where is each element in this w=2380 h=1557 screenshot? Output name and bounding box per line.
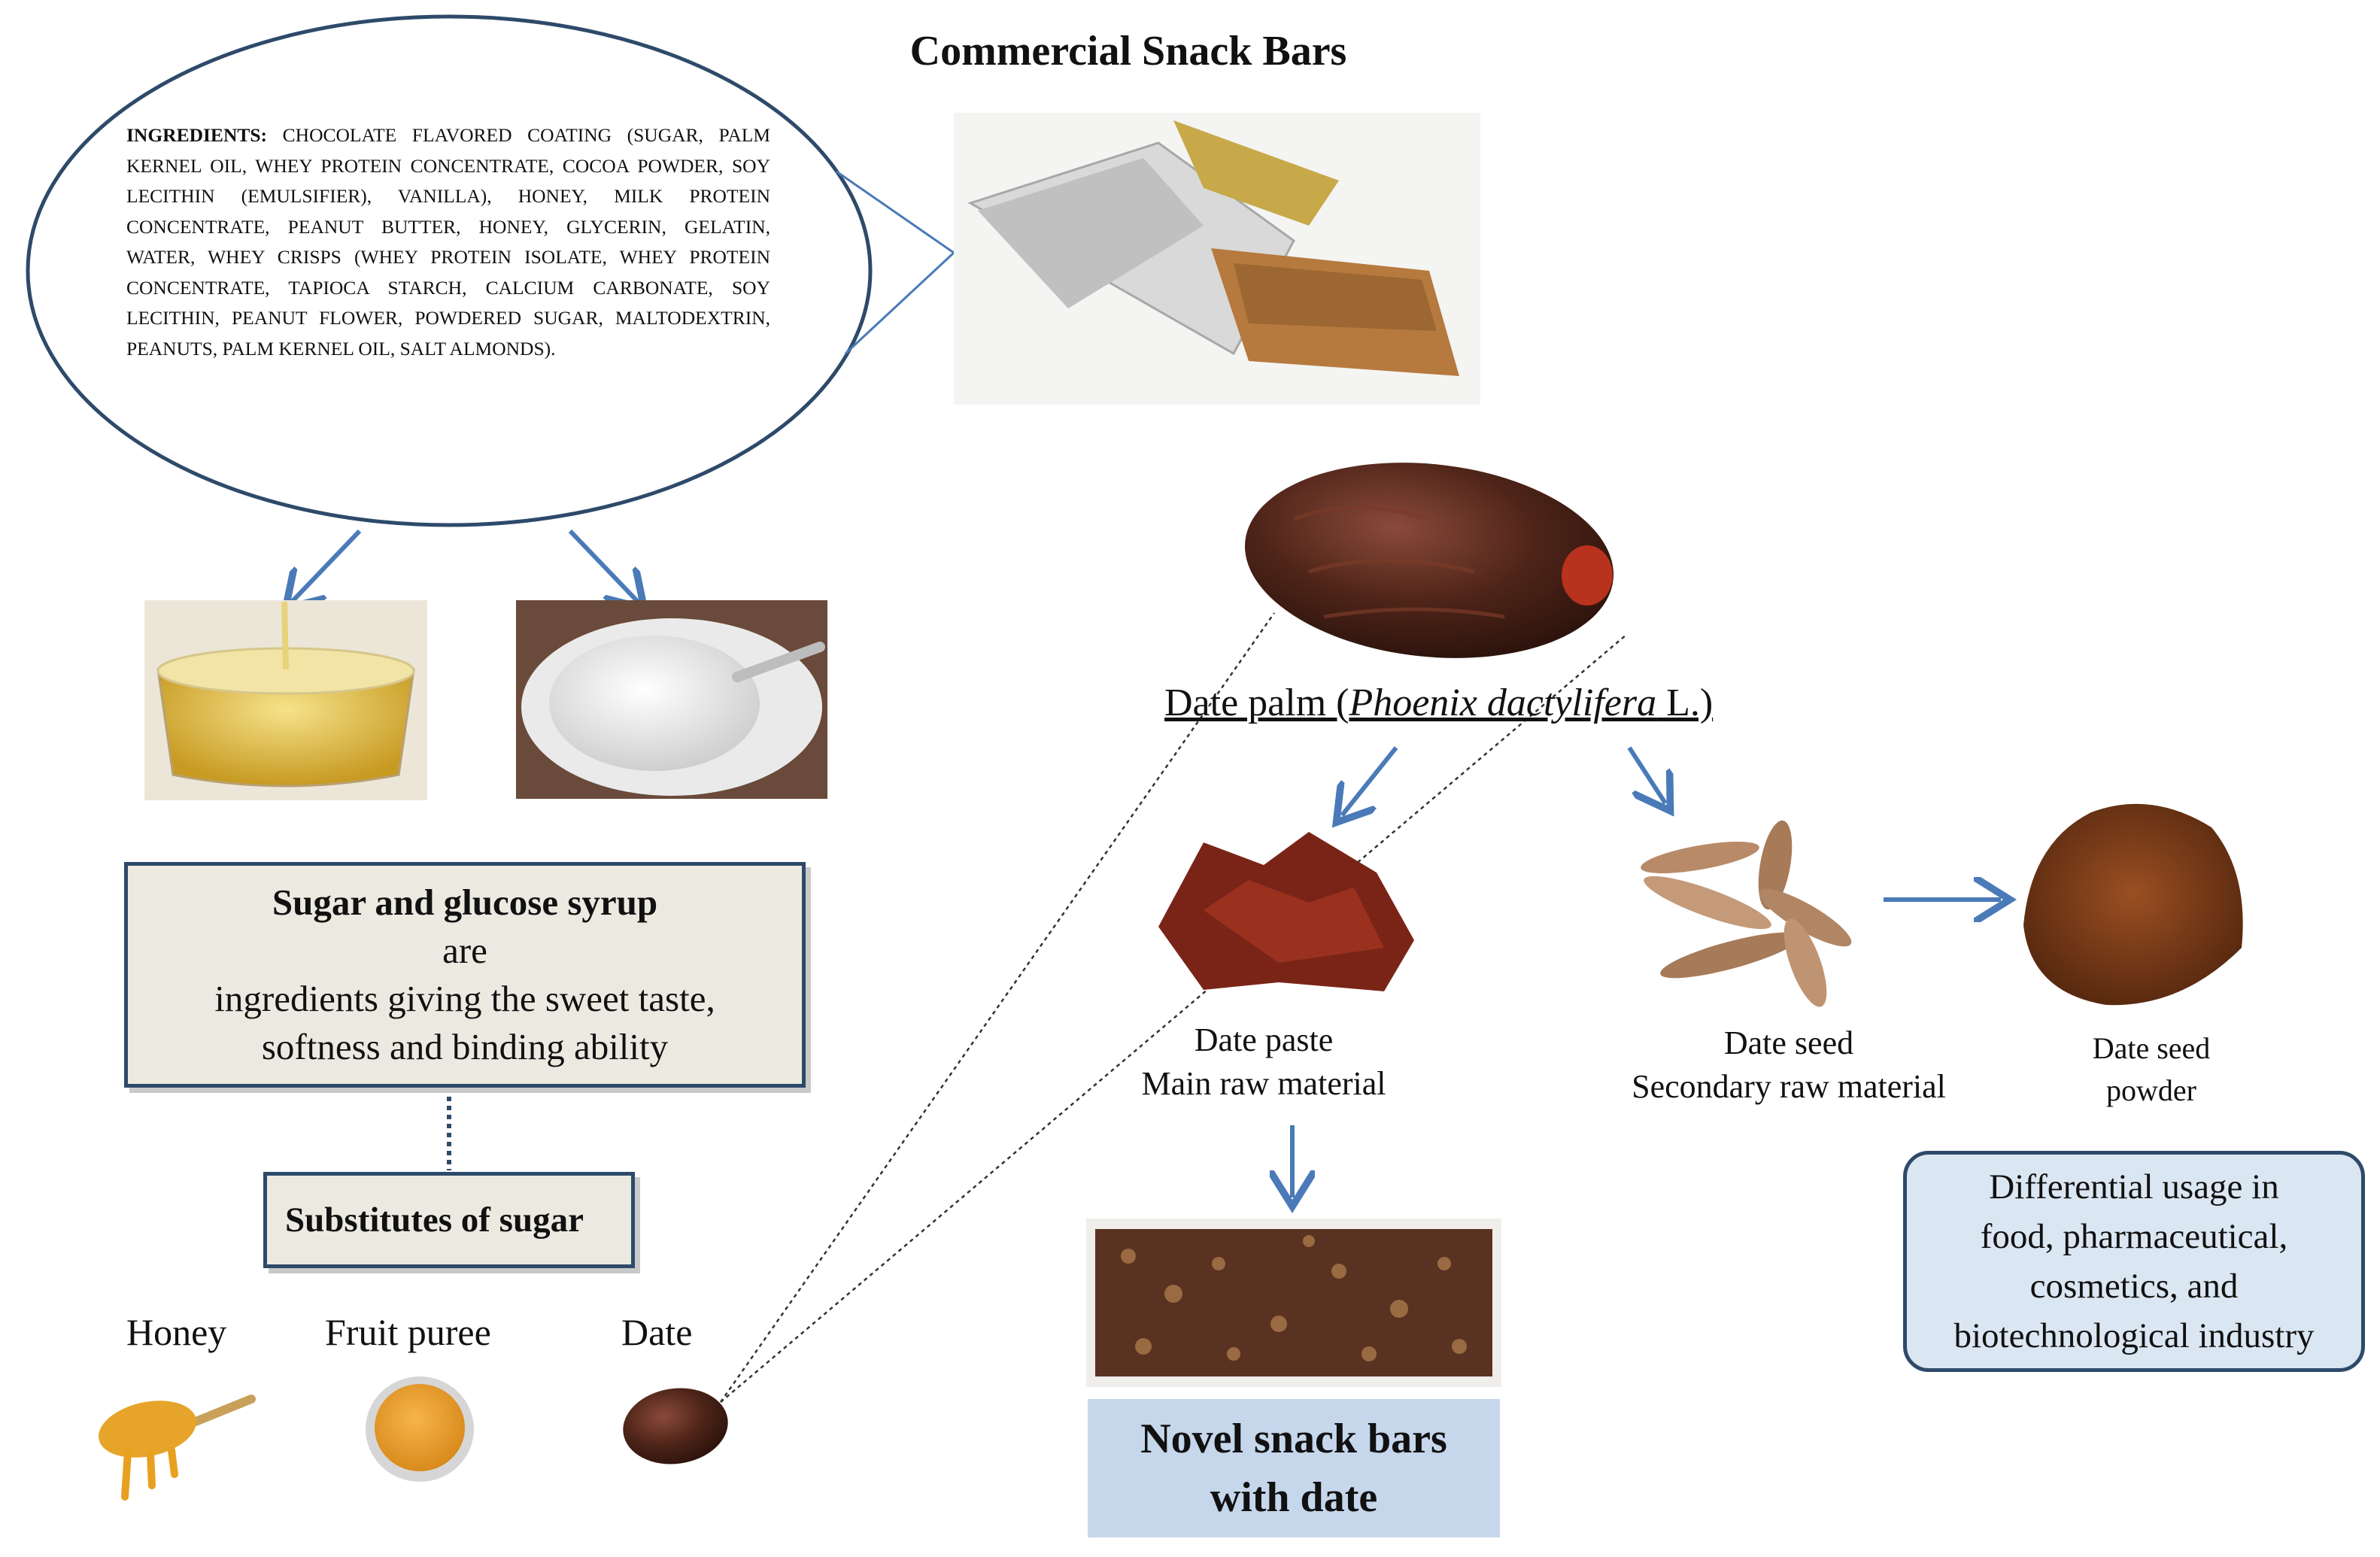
sugar-syrup-box: Sugar and glucose syrup are ingredients … [124, 862, 806, 1088]
sugar-box-line2: are [442, 930, 487, 971]
novel-bar-line1: Novel snack bars [1140, 1416, 1447, 1462]
substitutes-box: Substitutes of sugar [263, 1172, 635, 1268]
substitute-honey-label: Honey [126, 1311, 227, 1353]
ingredients-label: INGREDIENTS: [126, 124, 268, 146]
sugar-box-line1: Sugar and glucose syrup [272, 882, 658, 923]
date-seed-powder-label: Date seed powder [2046, 1027, 2257, 1112]
date-palm-prefix: Date palm ( [1164, 681, 1349, 724]
differential-usage-box: Differential usage in food, pharmaceutic… [1903, 1151, 2365, 1372]
seed-powder-photo [2023, 803, 2243, 1006]
date-paste-label: Date paste Main raw material [1106, 1018, 1422, 1106]
date-seed-powder-line2: powder [2106, 1073, 2196, 1107]
date-palm-suffix: L.) [1656, 681, 1714, 724]
date-seeds-photo [1641, 820, 1852, 1007]
differential-line3: cosmetics, and [2029, 1267, 2239, 1306]
sugar-box-line4: softness and binding ability [261, 1026, 669, 1067]
sugar-photo [516, 600, 827, 799]
page-title: Commercial Snack Bars [909, 28, 1347, 74]
glucose-syrup-photo [144, 600, 427, 800]
date-fruit-large [1244, 463, 1614, 658]
date-paste-photo [1158, 832, 1414, 991]
ellipse-callout [26, 14, 955, 527]
date-fruit-icon [623, 1388, 728, 1464]
novel-snack-bar-photo [1086, 1219, 1501, 1387]
date-palm-species: Phoenix dactylifera [1349, 681, 1657, 724]
fruit-puree-icon [366, 1376, 474, 1482]
honey-dipper-icon [99, 1395, 256, 1501]
ingredients-list: CHOCOLATE FLAVORED COATING (SUGAR, PALM … [126, 124, 770, 360]
date-paste-line1: Date paste [1194, 1021, 1334, 1058]
snack-bar-photo [954, 113, 1480, 405]
date-seed-line2: Secondary raw material [1632, 1068, 1946, 1105]
substitute-fruit-puree-label: Fruit puree [325, 1311, 491, 1353]
ingredients-text: INGREDIENTS: CHOCOLATE FLAVORED COATING … [126, 120, 770, 364]
differential-line1: Differential usage in [1989, 1167, 2279, 1206]
differential-line4: biotechnological industry [1953, 1316, 2315, 1355]
differential-line2: food, pharmaceutical, [1980, 1217, 2288, 1256]
date-seed-line1: Date seed [1723, 1024, 1854, 1061]
date-seed-powder-line1: Date seed [2092, 1031, 2211, 1065]
sugar-box-line3: ingredients giving the sweet taste, [214, 978, 715, 1019]
substitute-date-label: Date [621, 1311, 693, 1353]
date-palm-label: Date palm (Phoenix dactylifera L.) [1164, 681, 1713, 725]
novel-snack-bars-box: Novel snack bars with date [1088, 1399, 1500, 1537]
date-paste-line2: Main raw material [1141, 1065, 1386, 1102]
date-seed-label: Date seed Secondary raw material [1593, 1021, 1984, 1109]
novel-bar-line2: with date [1210, 1474, 1378, 1521]
